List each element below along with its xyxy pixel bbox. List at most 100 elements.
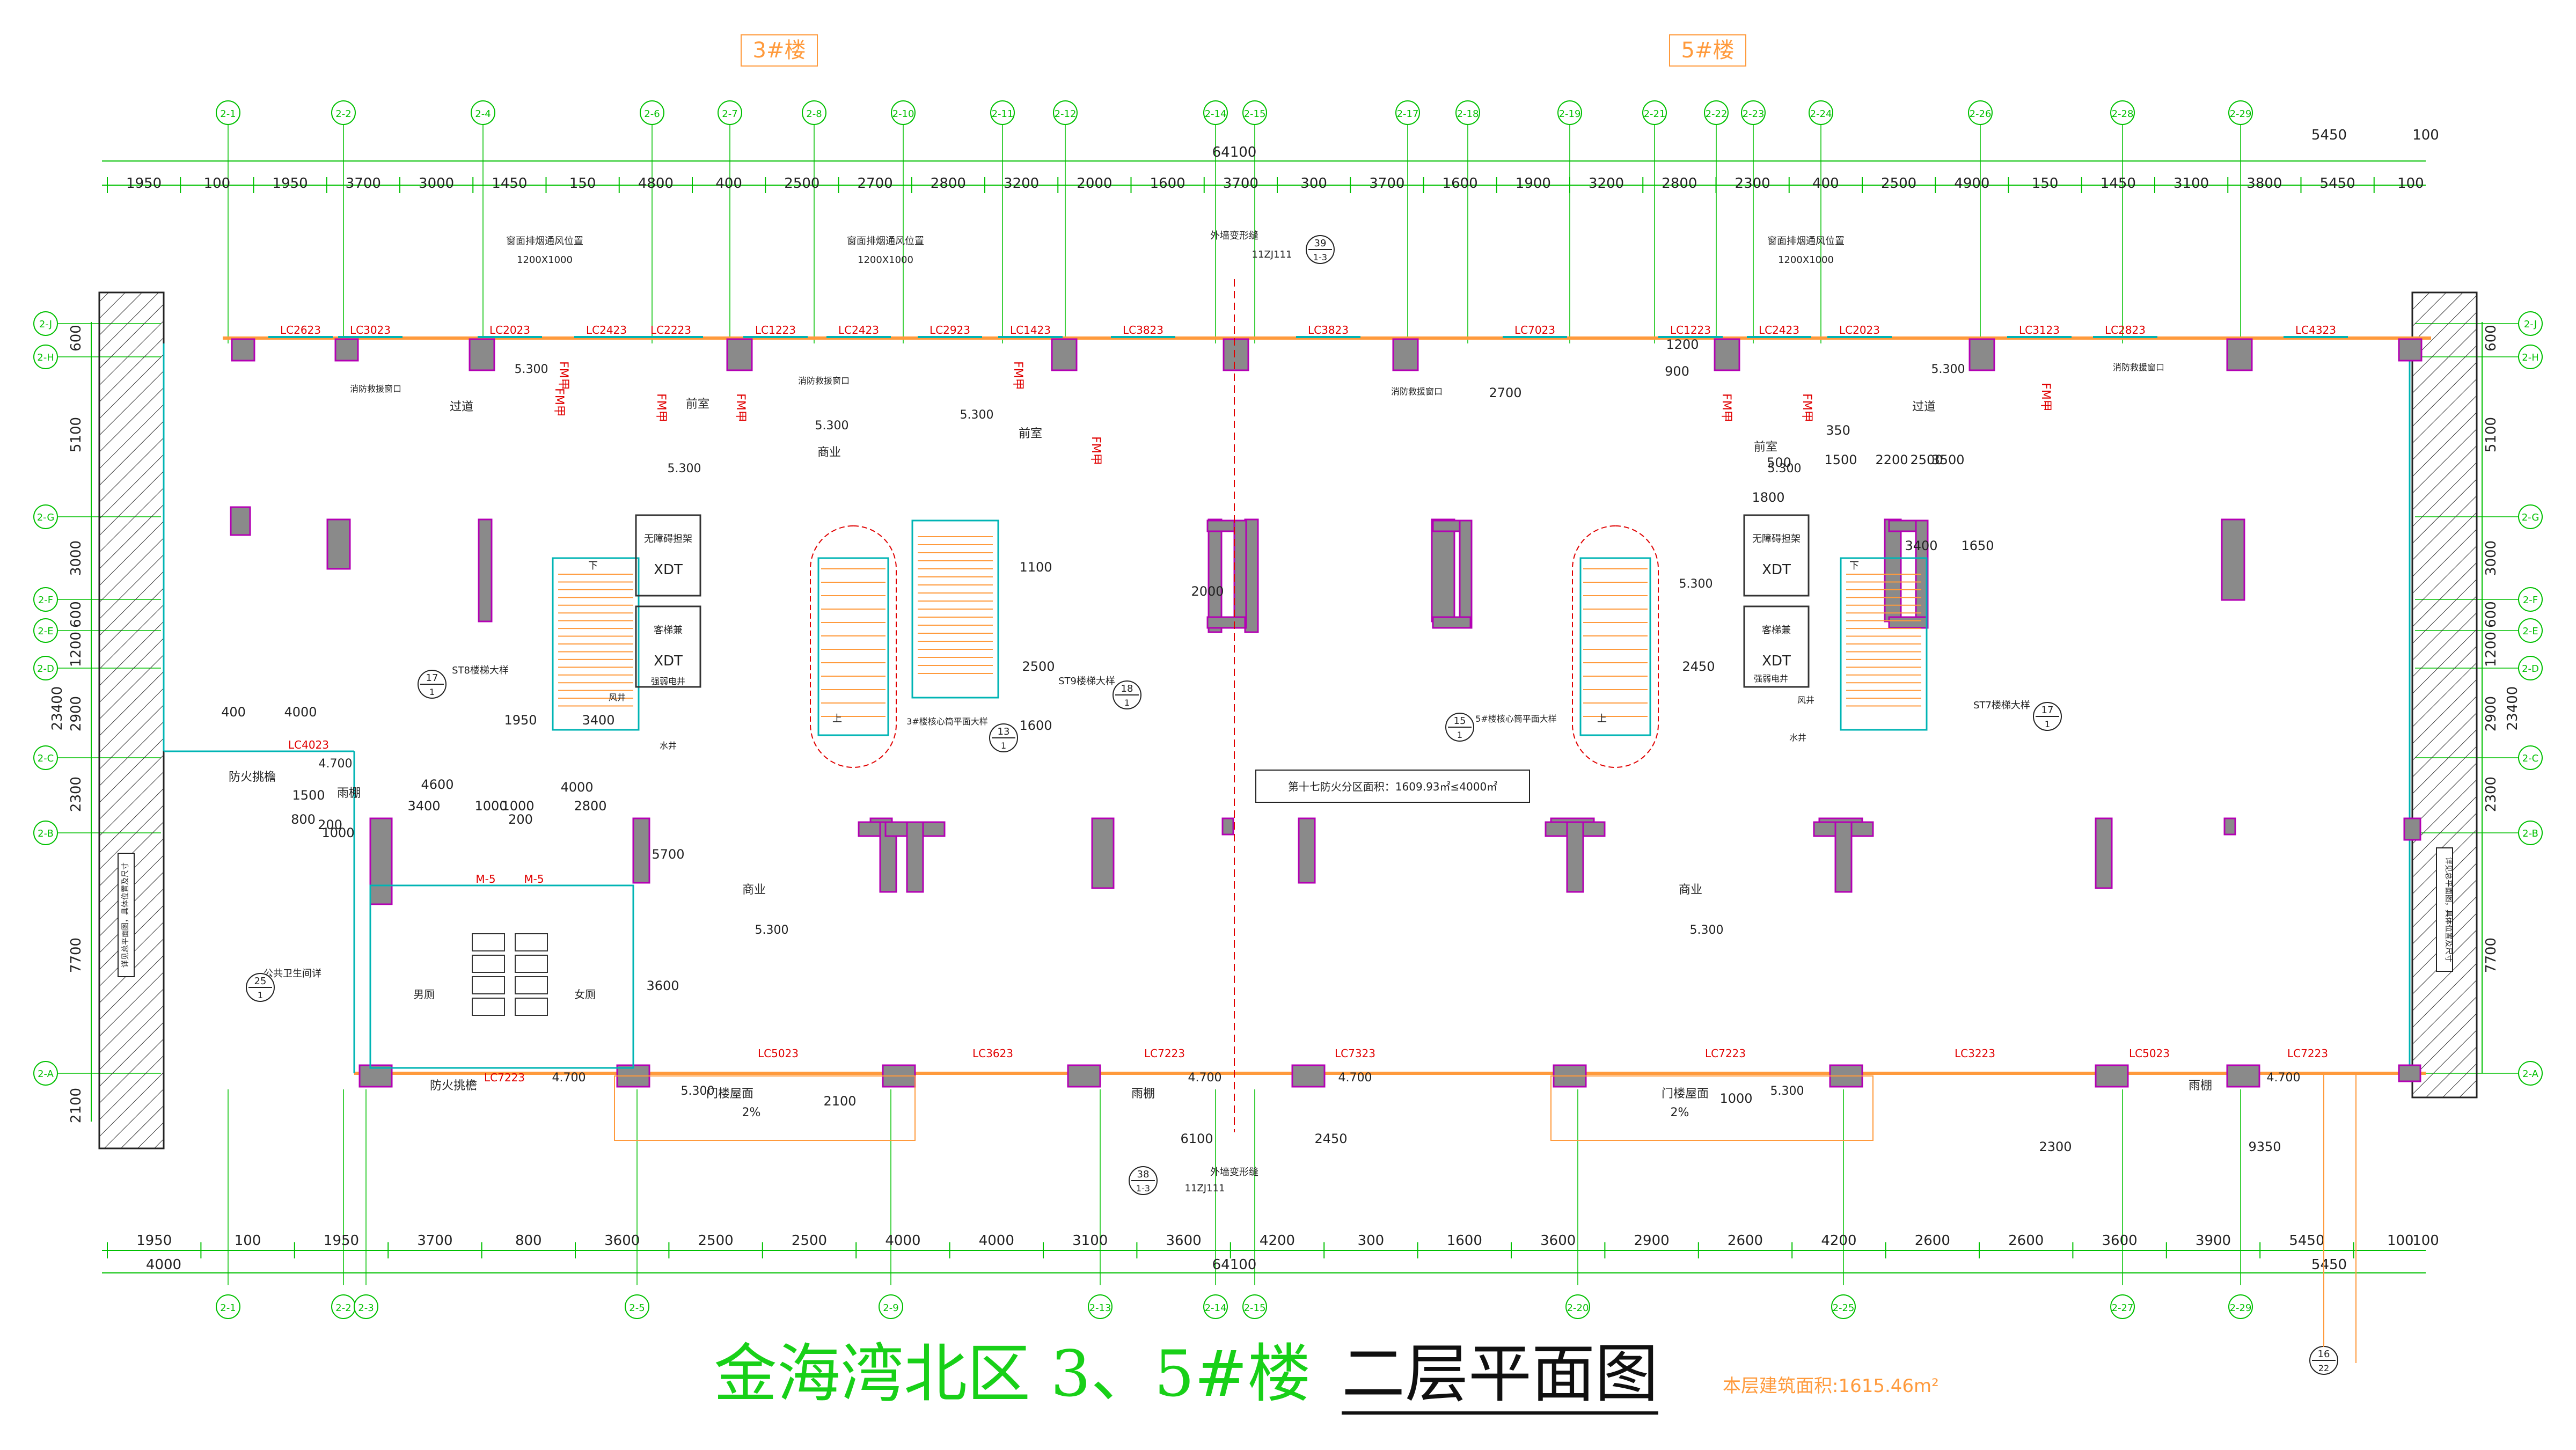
column-pier (1884, 518, 1902, 623)
dim-inner: 2300 (2039, 1139, 2072, 1154)
axis-bubble-right (2518, 587, 2543, 612)
dim-left: 2900 (68, 696, 84, 731)
column-pier (326, 518, 351, 570)
window-label-north: LC4323 (2295, 324, 2336, 336)
building-tag-left: 3#楼 (741, 34, 818, 67)
axis-bubble-left (33, 745, 58, 770)
front-room-label: 前室 (1019, 427, 1042, 441)
detail-callout-sub: 1 (258, 990, 263, 1000)
door-roof-right: 门楼屋面 (1662, 1087, 1709, 1101)
elevation-mark: 5.300 (815, 419, 849, 433)
elevator-xdt: XDT (654, 653, 683, 669)
toilet-stall (515, 976, 548, 994)
dim-bottom: 3600 (2102, 1233, 2138, 1249)
bracket-pier (1432, 616, 1472, 629)
axis-label-bottom: 2-25 (1833, 1302, 1855, 1314)
column-pier (231, 338, 255, 362)
dim-inner: 500 (1767, 455, 1791, 470)
axis-bubble-bottom (354, 1294, 378, 1319)
elevator-passenger-label: 客梯兼 (654, 625, 683, 636)
axis-label-top: 2-14 (1205, 108, 1227, 120)
dim-bottom: 3100 (1072, 1233, 1108, 1249)
fire-roof-top: 防火挑檐 (229, 771, 276, 784)
detail-callout-number: 25 (254, 976, 267, 987)
dim-top: 2500 (784, 175, 819, 192)
dim-top: 400 (1812, 175, 1839, 192)
window-label-north: LC7023 (1514, 324, 1555, 336)
axis-label-top: 2-26 (1970, 108, 1992, 120)
axis-bubble-left (33, 587, 58, 612)
core3-note: 3#楼核心筒平面大样 (906, 716, 988, 727)
dim-top: 3000 (419, 175, 454, 192)
axis-label-top: 2-23 (1743, 108, 1765, 120)
canopy-right: 雨棚 (2189, 1079, 2212, 1093)
dim-left: 2100 (68, 1088, 84, 1123)
bracket-pier (1206, 616, 1246, 629)
dim-inner: 4000 (284, 705, 317, 720)
axis-label-bottom: 2-5 (629, 1302, 645, 1314)
dim-inner: 800 (291, 812, 316, 827)
dim-top: 4900 (1954, 175, 1989, 192)
fire-door-label: FM甲 (654, 393, 668, 422)
axis-label-bottom: 2-29 (2230, 1302, 2252, 1314)
axis-label-top: 2-29 (2230, 108, 2252, 120)
column-pier (358, 1064, 393, 1088)
dim-top: 4800 (638, 175, 674, 192)
elevator-shaft (635, 605, 701, 688)
axis-label-top: 2-18 (1457, 108, 1479, 120)
dim-bottom-sub-right: 5450 (2311, 1257, 2347, 1273)
column-pier (469, 338, 495, 371)
axis-label-top: 2-22 (1706, 108, 1728, 120)
corridor-label: 过道 (1912, 400, 1936, 414)
dim-inner: 1000 (474, 799, 507, 814)
dim-top: 1600 (1443, 175, 1478, 192)
axis-label-left: 2-H (37, 352, 54, 363)
elevation-low: 4.700 (319, 757, 353, 771)
column-pier (2095, 1064, 2129, 1088)
smoke-window-note: 窗面排烟通风位置 (1767, 236, 1845, 247)
elevator-barrier-label: 无障碍担架 (1752, 533, 1801, 545)
axis-bubble-top (1704, 100, 1729, 125)
dim-bottom: 1600 (1447, 1233, 1482, 1249)
axis-bubble-right (2518, 311, 2543, 336)
dim-top: 3700 (346, 175, 381, 192)
axis-bubble-top (331, 100, 356, 125)
wall-joint-top: 外墙变形缝 (1210, 230, 1258, 241)
window-label-north: LC2023 (1839, 324, 1880, 336)
axis-bubble-bottom (1203, 1294, 1228, 1319)
dim-left: 7700 (68, 938, 84, 973)
dim-top: 100 (2397, 175, 2424, 192)
axis-bubble-bottom (2228, 1294, 2253, 1319)
dim-inner: 2700 (1489, 385, 1521, 400)
column-pier (1244, 518, 1259, 633)
fire-roof-bottom: 防火挑檐 (430, 1079, 477, 1093)
column-pier (1392, 338, 1419, 371)
column-pier (369, 817, 393, 905)
axis-bubble-right (2518, 821, 2543, 845)
column-pier (2223, 817, 2236, 836)
dim-left: 5100 (68, 417, 84, 452)
axis-label-bottom: 2-9 (883, 1302, 898, 1314)
dim-top: 2700 (858, 175, 893, 192)
oval-stair-outline (1572, 525, 1659, 768)
dim-top: 2500 (1881, 175, 1916, 192)
dim-bottom: 2900 (1634, 1233, 1670, 1249)
dim-inner: 6100 (1180, 1131, 1213, 1146)
axis-label-bottom: 2-3 (358, 1302, 374, 1314)
dim-bottom: 2600 (1728, 1233, 1763, 1249)
dim-top: 5450 (2320, 175, 2355, 192)
dim-top: 2300 (1735, 175, 1770, 192)
dim-top: 100 (204, 175, 231, 192)
column-pier (1067, 1064, 1101, 1088)
dim-bottom: 100 (235, 1233, 261, 1249)
axis-label-left: 2-G (37, 512, 55, 523)
column-pier (2226, 1064, 2260, 1088)
dim-left: 3000 (68, 540, 84, 576)
axis-label-top: 2-1 (220, 108, 236, 120)
dim-top: 3200 (1004, 175, 1039, 192)
detail-callout-number: 17 (2041, 705, 2054, 716)
elevation-mark: 5.300 (1690, 924, 1724, 937)
window-label-north: LC3823 (1308, 324, 1349, 336)
